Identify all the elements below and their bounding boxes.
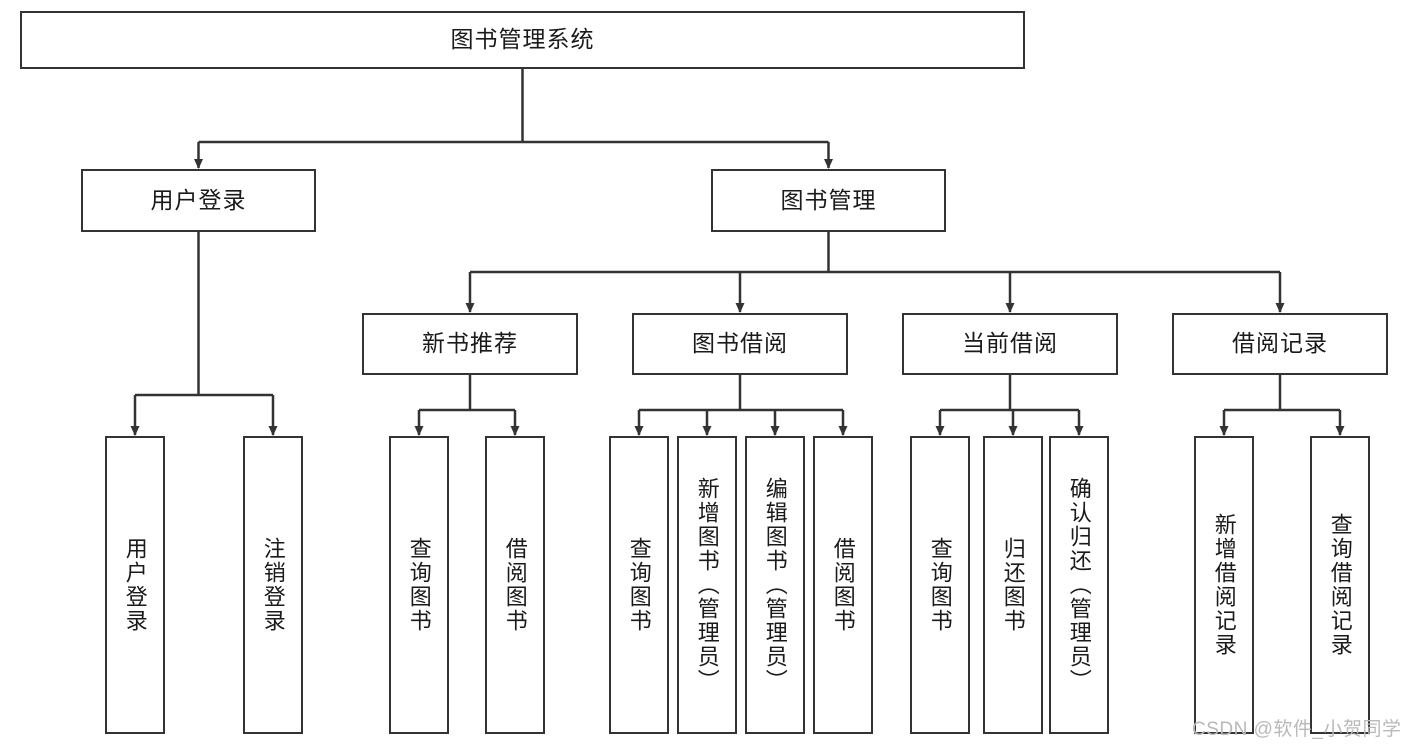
node-current-borrow[interactable]: 当前借阅: [902, 313, 1118, 375]
node-leaf-query-book-bor[interactable]: 查询图书: [609, 436, 669, 734]
node-borrow-records-label: 借阅记录: [1232, 330, 1328, 357]
node-leaf-confirm-return-admin[interactable]: 确认归还（管理员）: [1049, 436, 1109, 734]
node-leaf-query-borrow-record-label: 查询借阅记录: [1327, 513, 1353, 657]
node-leaf-query-book-cur-label: 查询图书: [927, 537, 953, 633]
node-book-borrow[interactable]: 图书借阅: [632, 313, 848, 375]
node-leaf-add-book-admin-label: 新增图书（管理员）: [694, 477, 720, 693]
node-book-management-label: 图书管理: [780, 186, 877, 213]
node-borrow-records[interactable]: 借阅记录: [1172, 313, 1388, 375]
node-leaf-borrow-book-rec-label: 借阅图书: [502, 537, 528, 633]
node-user-login-label: 用户登录: [150, 186, 247, 213]
node-leaf-borrow-book-rec[interactable]: 借阅图书: [485, 436, 545, 734]
node-leaf-add-borrow-record[interactable]: 新增借阅记录: [1194, 436, 1254, 734]
node-leaf-logout-label: 注销登录: [260, 537, 286, 633]
node-book-management[interactable]: 图书管理: [711, 169, 946, 232]
node-leaf-edit-book-admin-label: 编辑图书（管理员）: [762, 477, 788, 693]
node-leaf-query-book-bor-label: 查询图书: [626, 537, 652, 633]
node-leaf-user-login-label: 用户登录: [122, 537, 148, 633]
csdn-watermark: CSDN @软件_小贺同学: [1192, 719, 1402, 740]
node-leaf-query-book-cur[interactable]: 查询图书: [910, 436, 970, 734]
node-leaf-return-book-label: 归还图书: [1000, 537, 1026, 633]
node-leaf-edit-book-admin[interactable]: 编辑图书（管理员）: [745, 436, 805, 734]
node-root[interactable]: 图书管理系统: [20, 11, 1025, 69]
node-leaf-add-borrow-record-label: 新增借阅记录: [1211, 513, 1237, 657]
node-current-borrow-label: 当前借阅: [962, 330, 1058, 357]
node-book-borrow-label: 图书借阅: [692, 330, 788, 357]
node-leaf-query-borrow-record[interactable]: 查询借阅记录: [1310, 436, 1370, 734]
node-user-login[interactable]: 用户登录: [81, 169, 316, 232]
node-leaf-borrow-book-bor[interactable]: 借阅图书: [813, 436, 873, 734]
node-root-label: 图书管理系统: [450, 26, 595, 53]
node-leaf-query-book-rec[interactable]: 查询图书: [389, 436, 449, 734]
node-leaf-borrow-book-bor-label: 借阅图书: [830, 537, 856, 633]
node-leaf-confirm-return-admin-label: 确认归还（管理员）: [1066, 477, 1092, 693]
node-new-book-recommend-label: 新书推荐: [422, 330, 518, 357]
node-leaf-add-book-admin[interactable]: 新增图书（管理员）: [677, 436, 737, 734]
node-leaf-logout[interactable]: 注销登录: [243, 436, 303, 734]
node-leaf-user-login[interactable]: 用户登录: [105, 436, 165, 734]
node-new-book-recommend[interactable]: 新书推荐: [362, 313, 578, 375]
node-leaf-query-book-rec-label: 查询图书: [406, 537, 432, 633]
node-leaf-return-book[interactable]: 归还图书: [983, 436, 1043, 734]
